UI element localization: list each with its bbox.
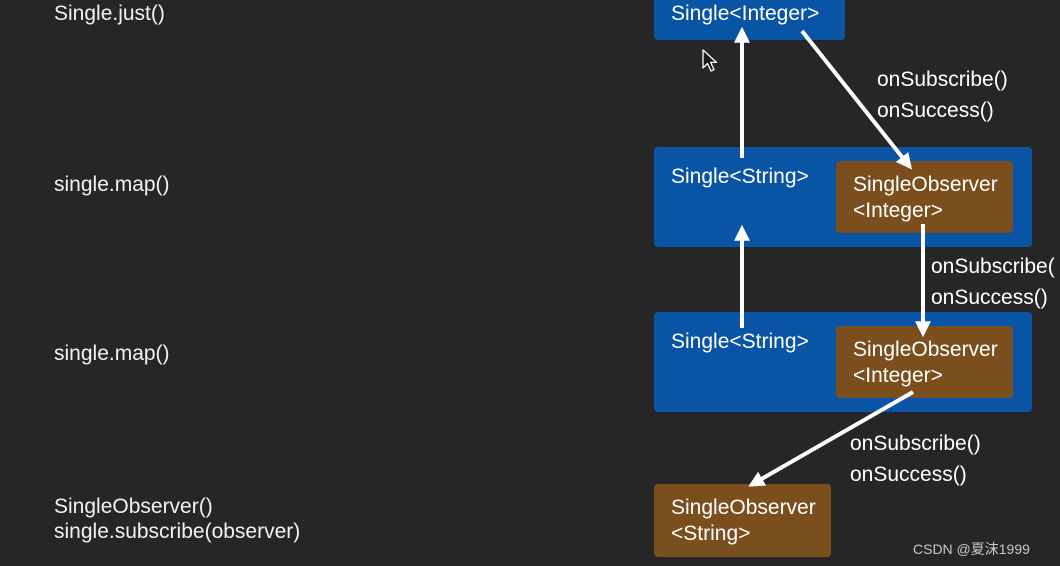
map-2-observer-line1: SingleObserver [853, 338, 998, 361]
callout-top: onSubscribe() onSuccess() [877, 64, 1008, 126]
final-observer-box: SingleObserver <String> [654, 484, 831, 557]
label-single-map-1: single.map() [54, 173, 170, 196]
callout-bottom-on-success: onSuccess() [850, 463, 967, 486]
map-1-box: Single<String> SingleObserver <Integer> [654, 147, 1032, 247]
label-single-just: Single.just() [54, 2, 165, 25]
label-single-observer-ctor: SingleObserver() [54, 495, 213, 518]
callout-middle-on-success: onSuccess() [931, 286, 1048, 309]
callout-middle: onSubscribe( onSuccess() [931, 251, 1055, 313]
map-1-observer-box: SingleObserver <Integer> [836, 161, 1013, 233]
map-1-observer-line2: <Integer> [853, 199, 943, 222]
map-2-observer-line2: <Integer> [853, 364, 943, 387]
final-observer-line2: <String> [671, 522, 751, 545]
callout-bottom: onSubscribe() onSuccess() [850, 428, 981, 490]
final-observer-line1: SingleObserver [671, 496, 816, 519]
map-2-box: Single<String> SingleObserver <Integer> [654, 312, 1032, 412]
map-1-observer-line1: SingleObserver [853, 173, 998, 196]
callout-middle-on-subscribe: onSubscribe( [931, 255, 1055, 278]
callout-top-on-success: onSuccess() [877, 99, 994, 122]
single-integer-label: Single<Integer> [671, 2, 820, 25]
watermark: CSDN @夏沫1999 [913, 541, 1030, 557]
arrow-observer2-to-final [748, 390, 914, 487]
callout-top-on-subscribe: onSubscribe() [877, 68, 1008, 91]
map-1-single-label: Single<String> [671, 165, 809, 188]
label-single-map-2: single.map() [54, 342, 170, 365]
map-2-single-label: Single<String> [671, 330, 809, 353]
arrow-just-to-observer1 [800, 29, 912, 170]
callout-bottom-on-subscribe: onSubscribe() [850, 432, 981, 455]
label-subscribe-call: single.subscribe(observer) [54, 520, 301, 543]
mouse-cursor-icon [702, 49, 718, 72]
map-2-observer-box: SingleObserver <Integer> [836, 326, 1013, 398]
